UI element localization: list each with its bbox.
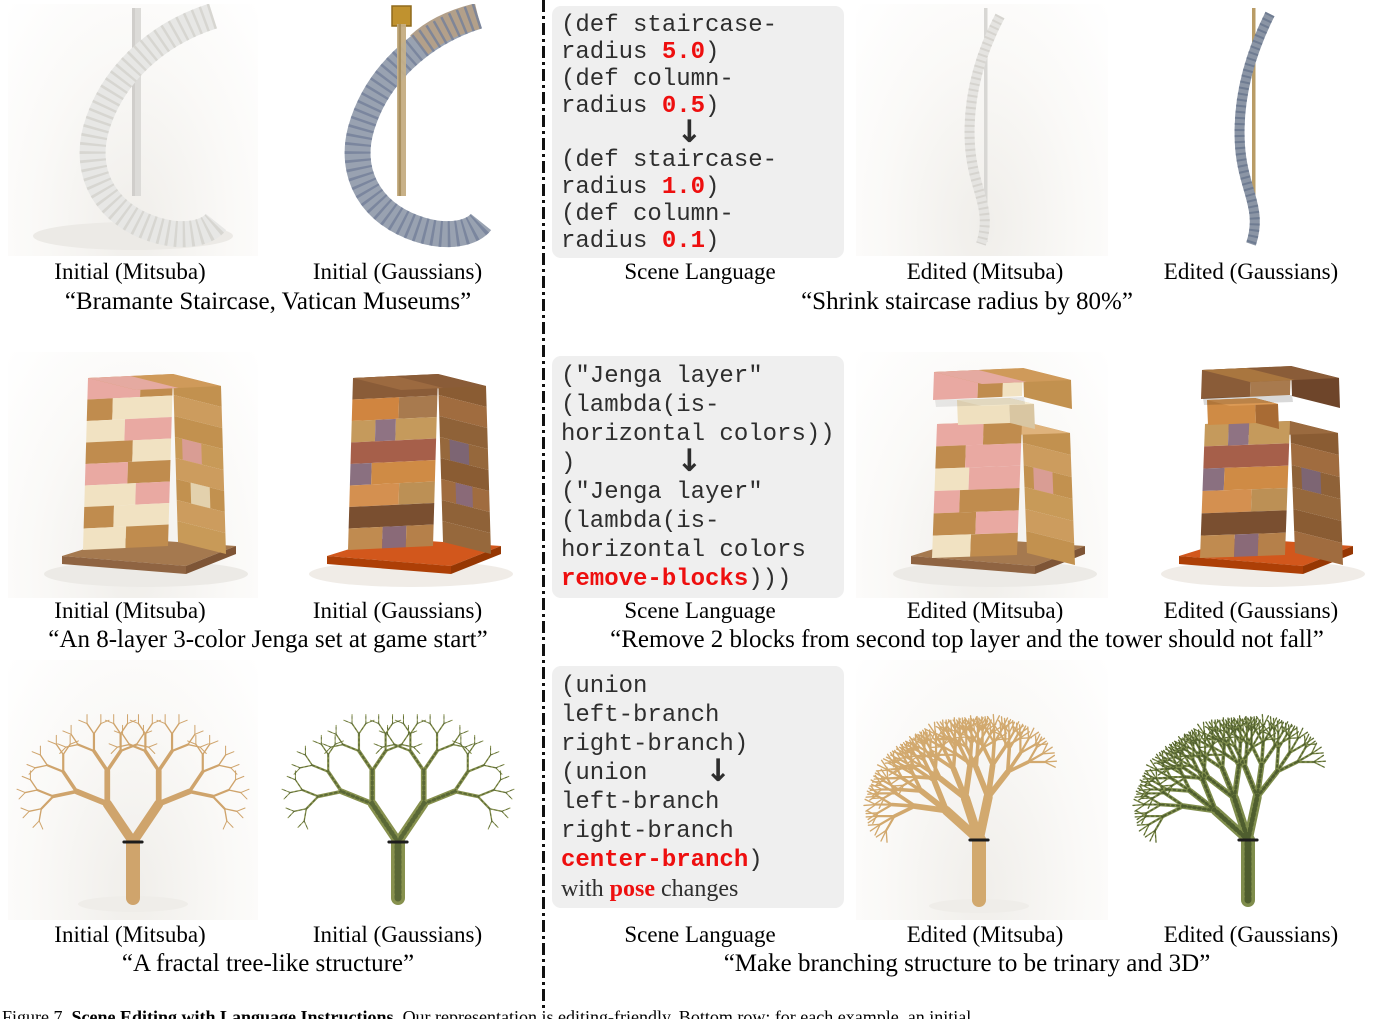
jenga-edited-gaussians-graphic [1161, 366, 1365, 587]
edit-instruction: “Shrink staircase radius by 80%” [801, 288, 1133, 315]
column-label: Edited (Gaussians) [1163, 598, 1339, 623]
staircase-ribbon [79, 4, 227, 248]
scene-language-code-staircase: (def staircase-radius 5.0)(def column-ra… [552, 6, 844, 258]
column-label: Scene Language [624, 922, 776, 947]
scene-language-code-jenga: ("Jenga layer"(lambda(is-horizontal colo… [552, 356, 844, 598]
vertical-divider [542, 0, 545, 1008]
staircase-initial-gaussians-image [272, 4, 524, 256]
figure-caption-prefix: Figure 7. [2, 1007, 72, 1019]
jenga-initial-mitsuba-graphic [44, 374, 248, 587]
figure-caption-text: Our representation is editing-friendly. … [398, 1007, 972, 1019]
jenga-side-face [1290, 421, 1344, 566]
staircase-edited-gaussians-image [1120, 4, 1380, 256]
column-gold-capital [391, 5, 412, 27]
column-label: Edited (Mitsuba) [906, 922, 1064, 947]
column-label: Edited (Mitsuba) [906, 598, 1064, 623]
staircase-initial-mitsuba-graphic [33, 4, 233, 250]
staircase-edited-gaussians-graphic [1234, 8, 1275, 246]
jenga-front-face [348, 374, 438, 550]
jenga-front-face [83, 374, 173, 550]
column-label: Initial (Gaussians) [312, 259, 483, 284]
jenga-edited-mitsuba-image [856, 352, 1108, 598]
tree-edited-mitsuba-image [856, 660, 1108, 920]
tree-edited-gaussians-graphic [1132, 713, 1327, 907]
tree-edited-mitsuba-graphic [863, 713, 1058, 913]
jenga-front-face [1199, 421, 1290, 559]
edit-instruction: “Make branching structure to be trinary … [723, 950, 1211, 977]
jenga-initial-gaussians-image [272, 352, 524, 598]
column-label: Initial (Mitsuba) [54, 259, 206, 284]
tree-initial-mitsuba-graphic [16, 714, 250, 912]
staircase-edited-mitsuba-image [856, 4, 1108, 256]
tree-initial-gaussians-image [272, 660, 524, 920]
staircase-ribbon [1234, 11, 1275, 246]
initial-scene-prompt: “Bramante Staircase, Vatican Museums” [64, 288, 472, 315]
jenga-side-face [438, 374, 491, 554]
tree-edited-gaussians-image [1120, 660, 1380, 920]
staircase-edited-mitsuba-graphic [964, 8, 1005, 246]
column-label: Initial (Mitsuba) [54, 598, 206, 623]
jenga-edited-gaussians-image [1120, 352, 1380, 598]
jenga-top-cap [1201, 366, 1340, 408]
tree-initial-gaussians-graphic [281, 714, 515, 905]
staircase-column [984, 8, 988, 242]
column-label: Initial (Mitsuba) [54, 922, 206, 947]
staircase-column [1252, 8, 1256, 242]
figure-caption-title: Scene Editing with Language Instructions… [71, 1007, 399, 1019]
column-label: Edited (Gaussians) [1163, 259, 1339, 284]
jenga-front-face [931, 421, 1022, 559]
jenga-initial-mitsuba-image [8, 352, 258, 598]
jenga-edited-mitsuba-graphic [893, 368, 1097, 587]
jenga-side-face [173, 374, 226, 554]
jenga-top-cap [933, 368, 1072, 409]
column-label: Edited (Gaussians) [1163, 922, 1339, 947]
column-label: Scene Language [624, 598, 776, 623]
staircase-ribbon [344, 4, 492, 248]
column-label: Scene Language [624, 259, 776, 284]
tree-initial-mitsuba-image [8, 660, 258, 920]
staircase-initial-gaussians-graphic [344, 4, 492, 248]
figure-caption: Figure 7. Scene Editing with Language In… [2, 1007, 1386, 1019]
staircase-column [132, 8, 141, 196]
column-label: Initial (Gaussians) [312, 598, 483, 623]
edit-instruction: “Remove 2 blocks from second top layer a… [610, 626, 1324, 653]
jenga-initial-gaussians-graphic [309, 374, 513, 587]
initial-scene-prompt: “An 8-layer 3-color Jenga set at game st… [48, 626, 488, 653]
column-label: Edited (Mitsuba) [906, 259, 1064, 284]
initial-scene-prompt: “A fractal tree-like structure” [121, 950, 415, 977]
column-label: Initial (Gaussians) [312, 922, 483, 947]
jenga-side-face [1022, 421, 1076, 566]
staircase-initial-mitsuba-image [8, 4, 258, 256]
